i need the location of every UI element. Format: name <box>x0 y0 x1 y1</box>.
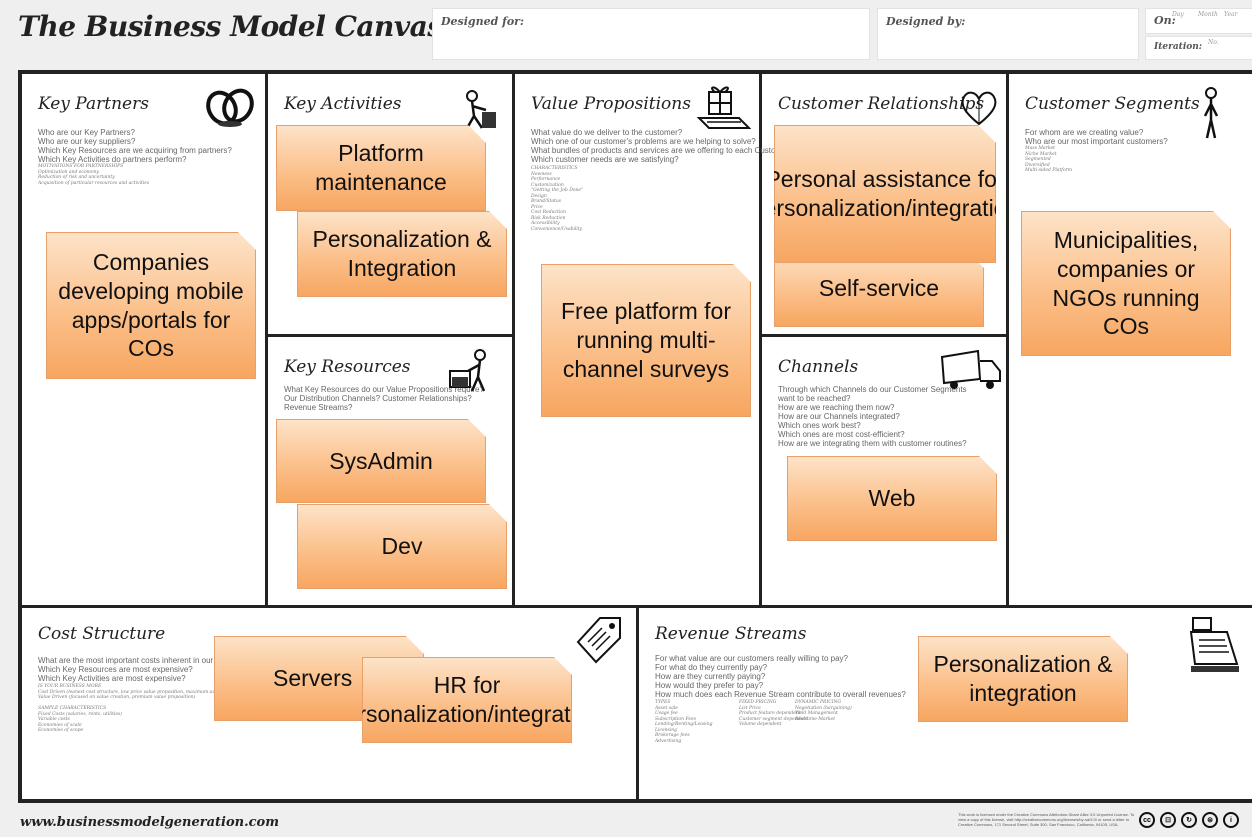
block-title: Revenue Streams <box>655 624 807 644</box>
by-icon: ⊡ <box>1160 812 1176 828</box>
month-label: Month <box>1198 11 1218 18</box>
on-label: On: <box>1154 14 1176 27</box>
block-title: Key Activities <box>284 94 402 114</box>
sticky-note[interactable]: Dev <box>297 504 507 589</box>
block-customer-segments: Customer Segments For whom are we creati… <box>1009 74 1252 605</box>
block-key-resources: Key Resources What Key Resources do our … <box>268 337 515 605</box>
day-label: Day <box>1172 11 1184 18</box>
footer-url[interactable]: www.businessmodelgeneration.com <box>20 815 279 830</box>
block-fine-print: MOTIVATIONS FOR PARTNERSHIPS Optimizatio… <box>38 164 150 186</box>
nc-icon: ⊜ <box>1202 812 1218 828</box>
worker-icon <box>464 90 496 131</box>
delivery-truck-icon <box>940 349 1001 389</box>
sticky-note[interactable]: Platform maintenance <box>276 125 486 211</box>
block-title: Channels <box>778 357 859 377</box>
sticky-note[interactable]: HR for personalization/integration <box>362 657 572 743</box>
block-questions: Through which Channels do our Customer S… <box>778 385 967 448</box>
block-questions: What Key Resources do our Value Proposit… <box>284 385 484 412</box>
block-questions: For whom are we creating value? Who are … <box>1025 128 1168 146</box>
block-channels: Channels Through which Channels do our C… <box>762 337 1009 605</box>
year-label: Year <box>1224 11 1238 18</box>
designed-by-label: Designed by: <box>886 15 966 28</box>
block-key-partners: Key Partners Who are our Key Partners? W… <box>22 74 268 605</box>
block-title: Value Propositions <box>531 94 691 114</box>
block-customer-relationships: Customer Relationships <box>762 74 1009 337</box>
factory-worker-icon <box>449 349 486 392</box>
designed-for-field[interactable]: Designed for: <box>432 8 870 60</box>
block-fine-print: TYPES Asset sale Usage fee Subscription … <box>655 700 713 744</box>
chain-link-icon <box>206 88 254 127</box>
standing-person-icon <box>1203 87 1219 139</box>
block-title: Key Partners <box>38 94 149 114</box>
price-tag-icon <box>576 617 621 664</box>
license-text: This work is licensed under the Creative… <box>958 812 1135 827</box>
sticky-note[interactable]: Personalization & Integration <box>297 211 507 297</box>
block-questions: Who are our Key Partners? Who are our ke… <box>38 128 232 164</box>
block-fine-print: Mass Market Niche Market Segmented Diver… <box>1025 146 1073 173</box>
sticky-note[interactable]: Companies developing mobile apps/portals… <box>46 232 256 379</box>
sticky-note[interactable]: Free platform for running multi-channel … <box>541 264 751 417</box>
info-icon: i <box>1223 812 1239 828</box>
cash-register-icon <box>1189 617 1239 672</box>
block-title: Cost Structure <box>38 624 166 644</box>
iteration-label: Iteration: <box>1154 42 1203 52</box>
heart-icon <box>961 91 997 126</box>
sticky-note[interactable]: Municipalities, companies or NGOs runnin… <box>1021 211 1231 356</box>
sticky-note[interactable]: Personalization & integration <box>918 636 1128 722</box>
block-title: Customer Segments <box>1025 94 1200 114</box>
block-key-activities: Key Activities <box>268 74 515 337</box>
sa-icon: ↻ <box>1181 812 1197 828</box>
block-fine-print: DYNAMIC PRICING Negotiation (bargaining)… <box>795 700 852 722</box>
designed-for-label: Designed for: <box>441 15 525 28</box>
block-fine-print: FIXED PRICING List Price Product feature… <box>739 700 808 727</box>
iteration-no-label: No. <box>1208 39 1219 46</box>
date-field[interactable]: On: Day Month Year <box>1145 8 1252 34</box>
block-fine-print: CHARACTERISTICS Newness Performance Cust… <box>531 166 584 232</box>
cc-icon: cc <box>1139 812 1155 828</box>
sticky-note[interactable]: Web <box>787 456 997 541</box>
iteration-field[interactable]: Iteration: No. <box>1145 36 1252 60</box>
canvas-title: The Business Model Canvas <box>18 10 443 43</box>
gift-box-icon <box>696 86 751 129</box>
designed-by-field[interactable]: Designed by: <box>877 8 1139 60</box>
sticky-note[interactable]: SysAdmin <box>276 419 486 503</box>
block-revenue-streams: Revenue Streams For what value are our c… <box>639 605 1252 803</box>
block-questions: For what value are our customers really … <box>655 654 906 699</box>
block-title: Key Resources <box>284 357 411 377</box>
block-title: Customer Relationships <box>778 94 985 114</box>
sticky-note[interactable]: Personal assistance for personalization/… <box>774 125 996 263</box>
